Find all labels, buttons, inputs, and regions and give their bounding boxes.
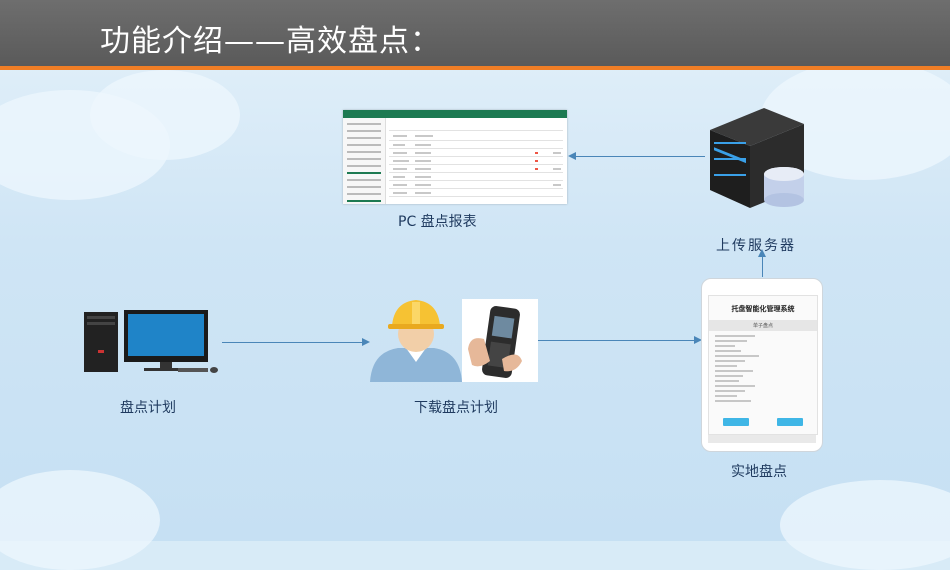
handheld-scanner-image <box>462 299 538 382</box>
plan-label: 盘点计划 <box>120 400 176 416</box>
mobile-app-screenshot: 托盘智能化管理系统 单子盘点 <box>701 278 823 452</box>
pc-report-label: PC 盘点报表 <box>398 214 477 230</box>
desktop-computer-icon <box>82 310 224 378</box>
arrow-phone-to-server <box>762 255 763 277</box>
pc-report-sidebar <box>343 118 386 204</box>
background-cloud <box>90 70 240 160</box>
header-accent-line <box>0 66 950 70</box>
arrow-plan-to-worker <box>222 342 362 343</box>
mobile-app-right-button <box>777 418 803 426</box>
arrow-head <box>758 249 766 257</box>
mobile-app-screen: 托盘智能化管理系统 单子盘点 <box>708 295 818 435</box>
download-plan-label: 下载盘点计划 <box>414 400 498 416</box>
pc-report-screenshot <box>343 110 567 204</box>
slide-header: 功能介绍——高效盘点： <box>0 0 950 66</box>
arrow-worker-to-phone <box>538 340 696 341</box>
server-icon <box>706 108 804 208</box>
mobile-app-navbar <box>708 435 816 443</box>
arrow-head <box>362 338 370 346</box>
mobile-app-title: 托盘智能化管理系统 <box>731 305 795 313</box>
mobile-app-left-button <box>723 418 749 426</box>
arrow-server-to-report <box>575 156 705 157</box>
upload-server-label: 上传服务器 <box>716 238 796 254</box>
worker-with-helmet-icon <box>368 296 464 382</box>
pc-report-topbar <box>343 110 567 118</box>
background-cloud <box>780 480 950 570</box>
slide-title: 功能介绍——高效盘点： <box>100 24 441 59</box>
physical-count-label: 实地盘点 <box>731 464 787 480</box>
mobile-app-section: 单子盘点 <box>709 320 817 331</box>
arrow-head <box>694 336 702 344</box>
arrow-head <box>568 152 576 160</box>
